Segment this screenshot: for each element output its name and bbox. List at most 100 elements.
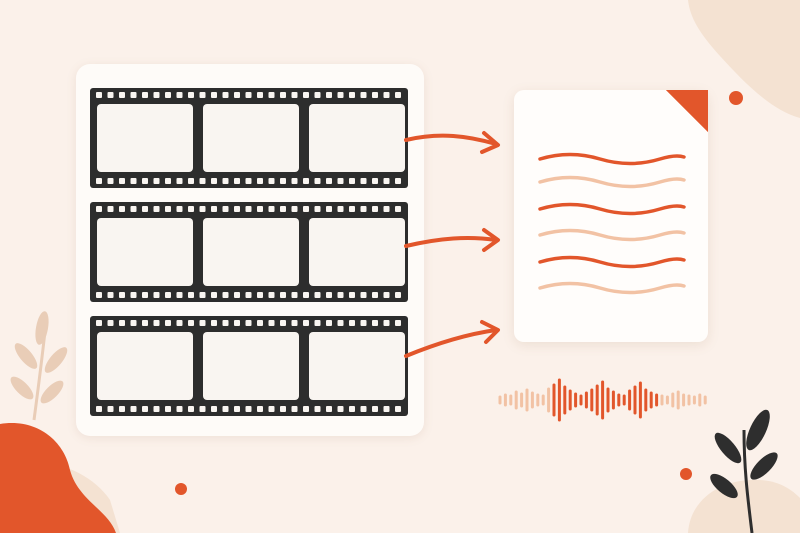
sprocket-hole (96, 178, 102, 184)
sprocket-hole (165, 292, 171, 298)
sprocket-hole (211, 92, 217, 98)
sprocket-hole (280, 292, 286, 298)
sprocket-hole (383, 320, 390, 326)
sprocket-hole (199, 320, 206, 326)
sprocket-hole (142, 92, 148, 98)
transcript-document (514, 90, 708, 342)
sprocket-hole (395, 406, 401, 412)
sprocket-hole (326, 292, 332, 298)
document-text-line (538, 202, 686, 216)
arrow-bottom (404, 320, 500, 358)
sprocket-hole (188, 178, 194, 184)
arrow-middle (404, 228, 500, 252)
sprocket-hole (268, 406, 275, 412)
sprocket-hole (349, 320, 355, 326)
sprocket-hole (337, 320, 344, 326)
sprocket-hole (291, 92, 298, 98)
film-frame (309, 104, 405, 172)
film-frame (97, 218, 193, 286)
film-frame (97, 332, 193, 400)
sprocket-hole (383, 292, 390, 298)
sprocket-hole (245, 178, 252, 184)
sprocket-hole (96, 206, 102, 212)
sprocket-hole (188, 206, 194, 212)
sprocket-hole (107, 178, 114, 184)
accent-dot-top-right (729, 91, 743, 105)
sprocket-hole (383, 206, 390, 212)
sprocket-hole (119, 206, 125, 212)
sprocket-hole (291, 206, 298, 212)
sprocket-hole (199, 406, 206, 412)
document-text-line (538, 228, 686, 242)
sprocket-hole (222, 406, 229, 412)
sprocket-hole (199, 292, 206, 298)
light-leaf-branch (10, 311, 68, 421)
sprocket-hole (107, 320, 114, 326)
sprocket-hole (303, 406, 309, 412)
dark-leaf-branch (710, 409, 778, 533)
sprocket-hole (280, 206, 286, 212)
top-right-blob (688, 0, 800, 118)
sprocket-hole (395, 206, 401, 212)
sprocket-hole (303, 292, 309, 298)
sprocket-hole (349, 178, 355, 184)
sprocket-hole (153, 206, 160, 212)
sprocket-hole (199, 206, 206, 212)
sprocket-hole (130, 406, 137, 412)
sprocket-hole (268, 206, 275, 212)
sprocket-hole (268, 320, 275, 326)
sprocket-hole (383, 406, 390, 412)
sprocket-hole (234, 178, 240, 184)
bottom-right-blob (688, 479, 800, 533)
sprocket-hole (153, 320, 160, 326)
sprocket-hole (326, 178, 332, 184)
sprocket-hole (176, 406, 183, 412)
document-corner-cut (666, 90, 708, 132)
sprocket-hole (130, 320, 137, 326)
sound-wave-icon (498, 378, 707, 422)
sprocket-hole (153, 406, 160, 412)
sprocket-hole (222, 320, 229, 326)
sprocket-hole (257, 406, 263, 412)
sprocket-hole (395, 92, 401, 98)
sprocket-hole (96, 406, 102, 412)
sprocket-hole (314, 178, 321, 184)
sprocket-hole (349, 92, 355, 98)
arrows-group (404, 131, 500, 358)
sprocket-hole (165, 320, 171, 326)
sprocket-hole (303, 178, 309, 184)
sprocket-hole (326, 92, 332, 98)
sprocket-hole (280, 178, 286, 184)
bottom-left-blob-orange (0, 423, 116, 533)
sprocket-hole (142, 292, 148, 298)
sprocket-hole (96, 320, 102, 326)
sprocket-hole (119, 92, 125, 98)
sprocket-hole (360, 406, 367, 412)
sprocket-hole (360, 178, 367, 184)
sprocket-hole (142, 178, 148, 184)
sprocket-hole (176, 292, 183, 298)
sprocket-hole (245, 206, 252, 212)
sprocket-hole (372, 178, 378, 184)
sprocket-hole (314, 406, 321, 412)
sprocket-hole (119, 320, 125, 326)
sprocket-hole (303, 206, 309, 212)
document-text-line (538, 255, 686, 269)
sprocket-hole (372, 292, 378, 298)
sprocket-hole (314, 292, 321, 298)
sprocket-hole (337, 406, 344, 412)
film-strip (90, 88, 408, 188)
sprocket-hole (119, 178, 125, 184)
sprocket-hole (211, 292, 217, 298)
sprocket-hole (234, 406, 240, 412)
sprocket-hole (130, 92, 137, 98)
sprocket-hole (199, 178, 206, 184)
sprocket-hole (222, 178, 229, 184)
sprocket-hole (165, 406, 171, 412)
sprocket-hole (257, 320, 263, 326)
film-frame (309, 218, 405, 286)
sprocket-hole (211, 320, 217, 326)
sprocket-hole (211, 206, 217, 212)
sprocket-hole (142, 406, 148, 412)
sprocket-hole (337, 92, 344, 98)
